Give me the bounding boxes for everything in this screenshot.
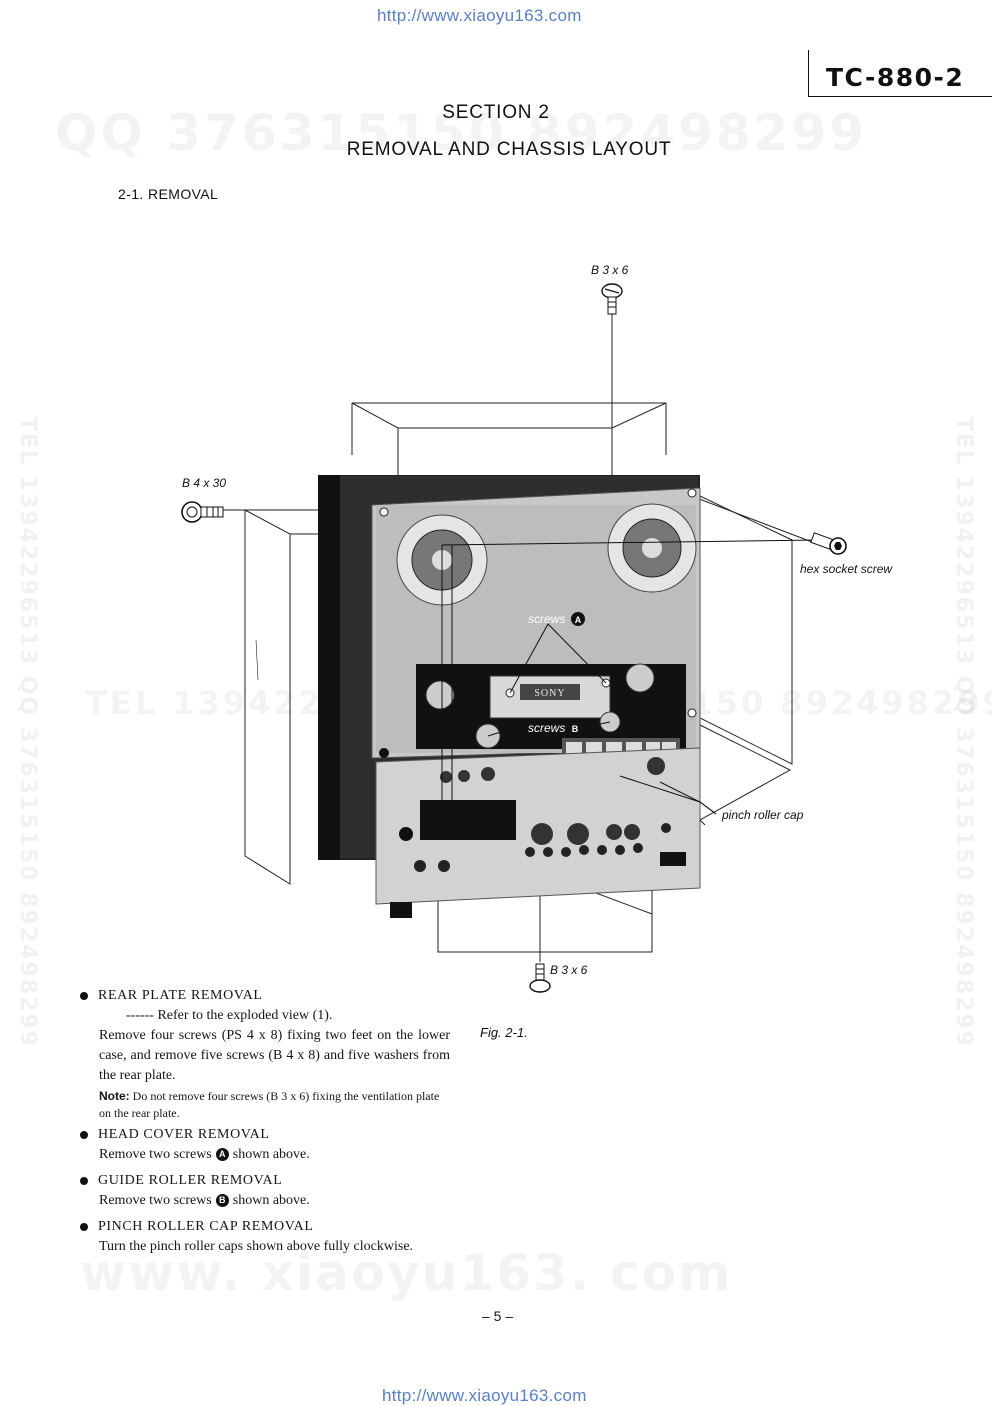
- watermark-bottom: www. xiaoyu163. com: [80, 1244, 732, 1302]
- item-rear-plate: REAR PLATE REMOVAL ------ Refer to the e…: [80, 986, 450, 1122]
- marker-a-figure: A: [571, 612, 585, 626]
- bullet-icon: [80, 991, 88, 1000]
- item-ref: ------ Refer to the exploded view (1).: [126, 1008, 333, 1023]
- label-b3x6-top: B 3 x 6: [591, 263, 629, 277]
- model-box-rule-h: [808, 96, 992, 97]
- figure-caption: Fig. 2-1.: [480, 1025, 528, 1040]
- page-number: – 5 –: [482, 1308, 514, 1324]
- item-text-post: shown above.: [232, 1147, 310, 1162]
- svg-text:A: A: [575, 615, 582, 625]
- section-title: REMOVAL AND CHASSIS LAYOUT: [346, 139, 672, 160]
- item-heading: GUIDE ROLLER REMOVAL: [98, 1173, 283, 1188]
- source-url-top[interactable]: http://www.xiaoyu163.com: [377, 6, 582, 25]
- label-b3x6-bottom: B 3 x 6: [550, 963, 588, 977]
- item-text-pre: Remove two screws: [99, 1147, 212, 1162]
- marker-a-icon: A: [215, 1148, 229, 1161]
- svg-text:B: B: [572, 724, 579, 734]
- item-heading: PINCH ROLLER CAP REMOVAL: [98, 1219, 314, 1234]
- hex-socket-screw: [810, 532, 847, 555]
- marker-b-figure: B: [568, 721, 582, 735]
- item-text-pre: Remove two screws: [99, 1193, 212, 1208]
- cover-top-face: [351, 402, 667, 429]
- deck-body: SONY: [318, 475, 701, 918]
- screw-b4x30: [181, 501, 224, 523]
- item-text: Turn the pinch roller caps shown above f…: [99, 1239, 414, 1254]
- item-heading: REAR PLATE REMOVAL: [98, 988, 263, 1003]
- label-hex-socket-screw: hex socket screw: [800, 562, 893, 576]
- label-b4x30: B 4 x 30: [182, 476, 226, 490]
- screw-b3x6-top: [601, 283, 623, 315]
- watermark-top: QQ 376315150 892498299: [55, 104, 867, 162]
- label-pinch-roller-cap: pinch roller cap: [721, 808, 804, 822]
- bullet-icon: [80, 1130, 88, 1139]
- screw-b3x6-bottom: [529, 963, 551, 993]
- item-heading: HEAD COVER REMOVAL: [98, 1127, 270, 1142]
- subsection-heading: 2-1. REMOVAL: [118, 186, 219, 202]
- side-plate-right: [699, 495, 793, 765]
- item-pinch-roller-cap: PINCH ROLLER CAP REMOVAL Turn the pinch …: [80, 1217, 450, 1257]
- item-text: Remove four screws (PS 4 x 8) fixing two…: [99, 1028, 450, 1083]
- label-screws-a: screws: [528, 612, 565, 626]
- bullet-icon: [80, 1176, 88, 1185]
- model-number: TC-880-2: [826, 63, 965, 92]
- marker-b-icon: B: [215, 1194, 229, 1207]
- model-box-rule-v: [808, 50, 809, 96]
- bullet-icon: [80, 1222, 88, 1231]
- note-text: Do not remove four screws (B 3 x 6) fixi…: [99, 1089, 440, 1120]
- brand-logo: SONY: [534, 688, 565, 699]
- item-text-post: shown above.: [232, 1193, 310, 1208]
- note-label: Note:: [99, 1089, 130, 1103]
- side-plate-left: [244, 509, 291, 885]
- source-url-bottom[interactable]: http://www.xiaoyu163.com: [382, 1386, 587, 1405]
- label-screws-b: screws: [528, 721, 565, 735]
- section-number: SECTION 2: [442, 102, 550, 123]
